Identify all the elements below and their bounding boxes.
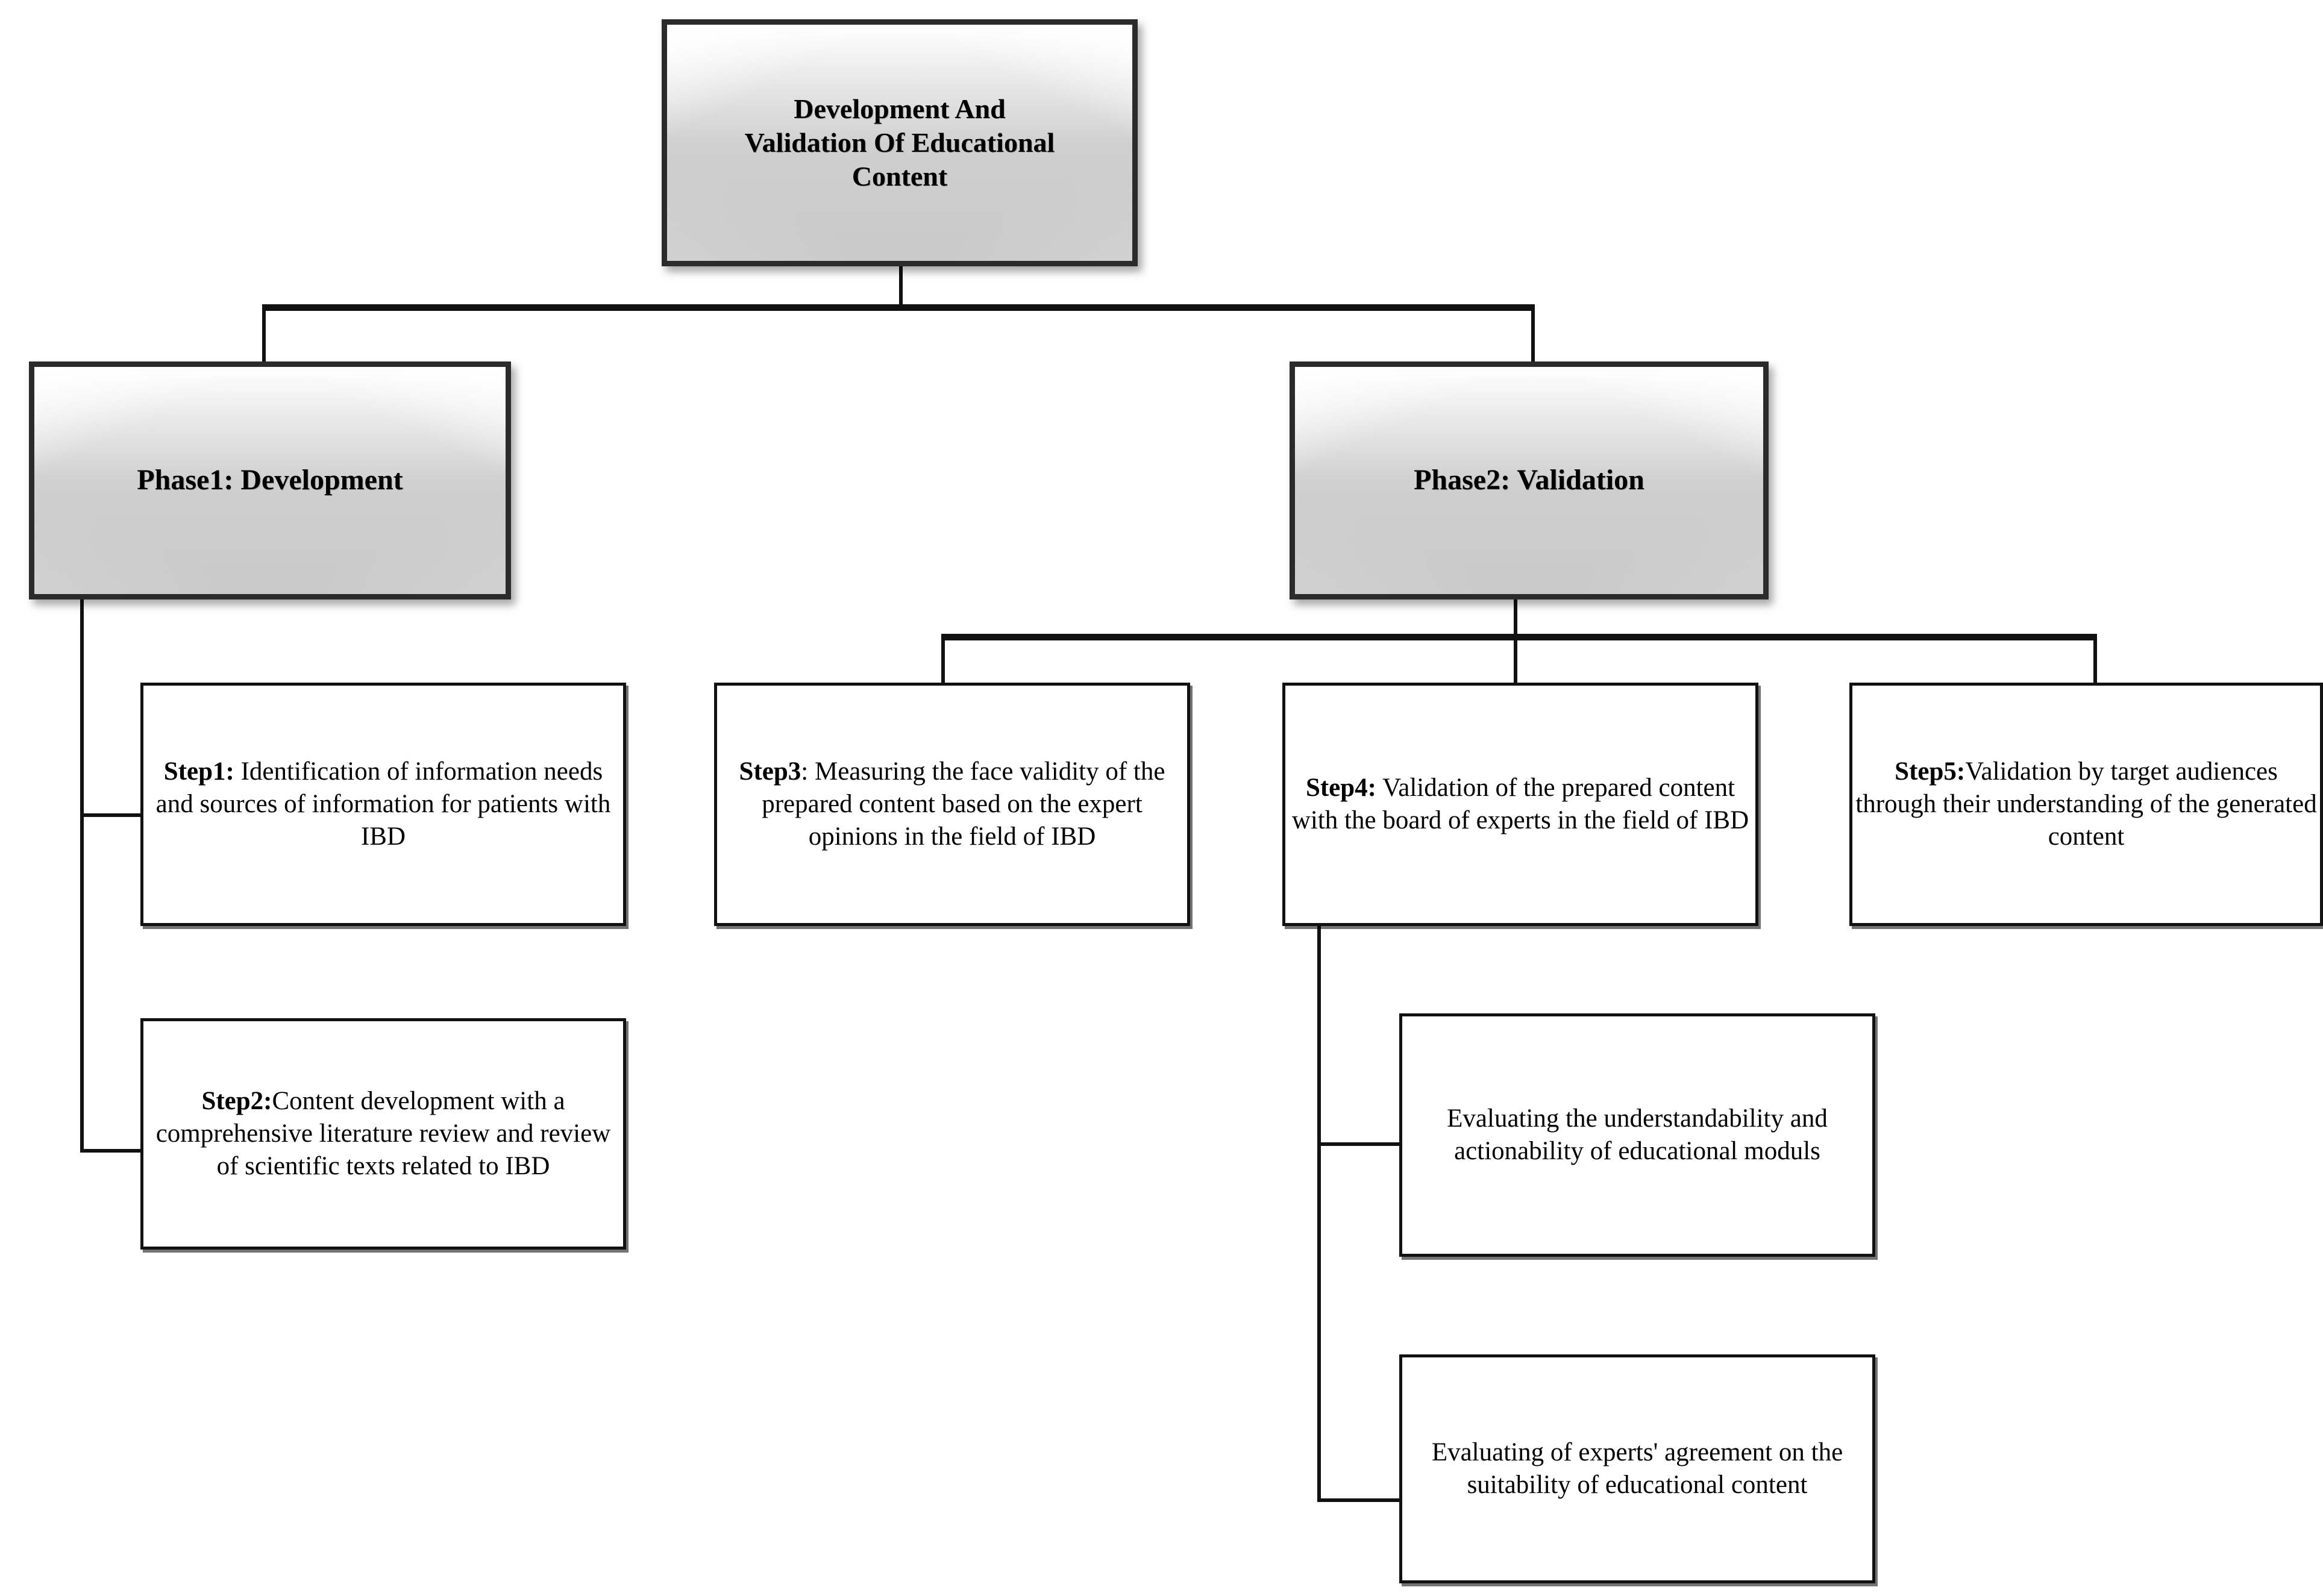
substep1-label: Evaluating the understandability and act… — [1447, 1104, 1828, 1165]
phase1-node[interactable]: Phase1: Development — [29, 361, 511, 599]
connector-phase1-spine — [80, 598, 84, 1153]
connector-step4-to-sub2 — [1317, 1498, 1402, 1502]
phase2-label: Phase2: Validation — [1414, 464, 1644, 496]
step2-label: Step2:Content development with a compreh… — [143, 1085, 623, 1183]
step4-body: Validation of the prepared content with … — [1291, 773, 1749, 834]
root-node-label: Development And Validation Of Educationa… — [739, 92, 1061, 193]
connector-phase2-to-step5 — [2093, 634, 2097, 684]
root-node[interactable]: Development And Validation Of Educationa… — [662, 19, 1138, 266]
step1-body: Identification of information needs and … — [155, 757, 611, 851]
phase1-label: Phase1: Development — [137, 464, 403, 496]
substep2-node[interactable]: Evaluating of experts' agreement on the … — [1399, 1354, 1875, 1583]
substep1-node[interactable]: Evaluating the understandability and act… — [1399, 1013, 1875, 1257]
step3-prefix: Step3 — [739, 757, 801, 786]
step5-node[interactable]: Step5:Validation by target audiences thr… — [1849, 683, 2323, 926]
step1-label: Step1: Identification of information nee… — [143, 756, 623, 854]
step3-node[interactable]: Step3: Measuring the face validity of th… — [714, 683, 1190, 926]
connector-phase1-to-step2 — [80, 1149, 140, 1153]
step1-prefix: Step1: — [163, 757, 234, 786]
connector-step4-spine — [1317, 921, 1321, 1502]
step5-label: Step5:Validation by target audiences thr… — [1852, 756, 2320, 854]
step4-node[interactable]: Step4: Validation of the prepared conten… — [1282, 683, 1758, 926]
phase2-node[interactable]: Phase2: Validation — [1290, 361, 1769, 599]
step3-body: : Measuring the face validity of the pre… — [762, 757, 1165, 851]
root-line-1: Development And — [794, 93, 1006, 124]
connector-phase1-to-step1 — [80, 813, 140, 817]
connector-root-to-phase1 — [262, 304, 266, 365]
root-line-3: Content — [851, 161, 948, 192]
connector-phase2-to-step4 — [1514, 634, 1517, 684]
connector-phase2-bus — [941, 634, 2097, 640]
connector-phase2-stem — [1514, 598, 1517, 637]
connector-root-stem — [899, 265, 903, 308]
substep2-label: Evaluating of experts' agreement on the … — [1431, 1438, 1843, 1499]
step5-body: Validation by target audiences through t… — [1855, 757, 2317, 851]
connector-root-bus — [262, 304, 1535, 311]
root-line-2: Validation Of Educational — [744, 127, 1055, 158]
step2-body: Content development with a comprehensive… — [155, 1086, 611, 1181]
connector-step4-to-sub1 — [1317, 1142, 1402, 1146]
step1-node[interactable]: Step1: Identification of information nee… — [140, 683, 626, 926]
step4-label: Step4: Validation of the prepared conten… — [1285, 772, 1755, 837]
step2-prefix: Step2: — [201, 1086, 272, 1115]
connector-phase2-to-step3 — [941, 634, 945, 684]
connector-root-to-phase2 — [1531, 304, 1535, 365]
step5-prefix: Step5: — [1895, 757, 1966, 786]
step4-prefix: Step4: — [1305, 773, 1377, 802]
step2-node[interactable]: Step2:Content development with a compreh… — [140, 1018, 626, 1250]
step3-label: Step3: Measuring the face validity of th… — [717, 756, 1187, 854]
